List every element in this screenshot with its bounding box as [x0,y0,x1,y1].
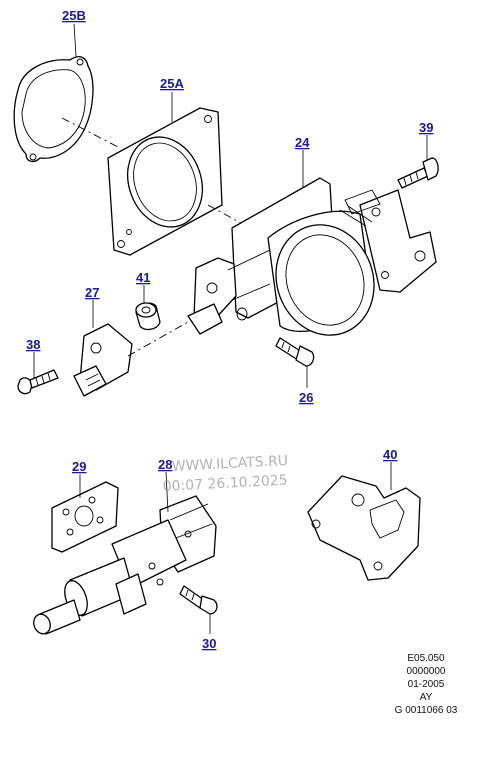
label-30[interactable]: 30 [202,636,216,651]
part-41-spacer[interactable] [135,302,161,331]
reference-line-1: E05.050 [407,653,445,664]
label-27[interactable]: 27 [85,285,99,300]
axis-line-upper [61,117,121,149]
reference-line-3: 01-2005 [407,679,445,690]
part-38-screw[interactable] [17,369,59,395]
part-24-throttle-body[interactable] [187,177,437,349]
label-38[interactable]: 38 [26,337,40,352]
part-40-bracket[interactable] [307,475,421,581]
part-26-screw[interactable] [275,337,315,367]
leader-28 [165,471,169,513]
watermark-line-2: 00:07 26.10.2025 [162,472,288,495]
label-29[interactable]: 29 [72,459,86,474]
label-41[interactable]: 41 [136,270,150,285]
label-24[interactable]: 24 [295,135,310,150]
label-40[interactable]: 40 [383,447,397,462]
watermark-line-1: WWW.ILCATS.RU [171,453,288,475]
watermark: WWW.ILCATS.RU 00:07 26.10.2025 [162,453,288,495]
part-28-idle-valve[interactable] [31,495,217,636]
label-39[interactable]: 39 [419,120,433,135]
part-30-screw[interactable] [179,585,218,615]
part-25a-adapter-plate[interactable] [107,107,223,256]
label-25b[interactable]: 25B [62,8,86,23]
axis-line-sensor [127,321,189,357]
reference-block: E05.050 0000000 01-2005 AY G 0011066 03 [381,652,471,717]
part-39-screw[interactable] [397,157,439,189]
reference-line-4: AY [419,692,433,703]
label-28[interactable]: 28 [158,457,172,472]
label-26[interactable]: 26 [299,390,313,405]
reference-line-5: G 0011066 03 [394,705,458,716]
reference-line-2: 0000000 [406,666,446,677]
part-27-sensor[interactable] [73,323,133,397]
leader-25b [73,23,77,57]
part-25b-gasket[interactable] [13,55,94,163]
label-25a[interactable]: 25A [160,76,184,91]
part-29-gasket[interactable] [51,481,119,553]
